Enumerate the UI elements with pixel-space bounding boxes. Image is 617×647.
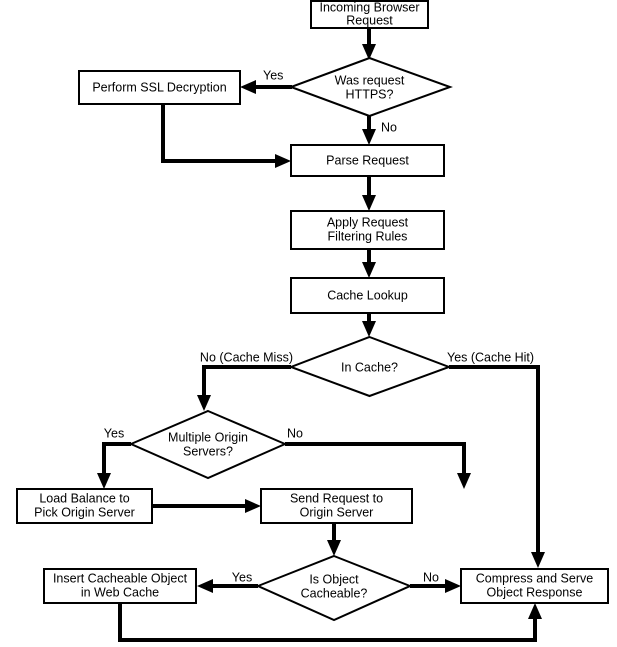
edge-in-cache-to-compress-serve bbox=[449, 365, 545, 568]
edge-is-cacheable-to-compress-serve bbox=[410, 579, 461, 593]
edge-in-cache-to-multiple-origin bbox=[197, 365, 291, 411]
edge-label-origin-no: No bbox=[287, 426, 303, 440]
node-send-request-origin-server[interactable]: Send Request to Origin Server bbox=[260, 488, 413, 524]
edge-multiple-origin-to-send-request bbox=[285, 442, 471, 489]
edge-filtering-rules-to-cache-lookup bbox=[362, 249, 376, 278]
node-is-object-cacheable-line1: Is Object bbox=[309, 572, 359, 586]
edge-load-balance-to-send-request bbox=[152, 499, 261, 513]
node-insert-cacheable-line2: in Web Cache bbox=[81, 585, 159, 599]
node-send-request-line2: Origin Server bbox=[300, 505, 374, 519]
edge-label-https-no: No bbox=[381, 120, 397, 134]
node-was-request-https-line1: Was request bbox=[335, 73, 405, 87]
edge-cache-lookup-to-in-cache bbox=[362, 313, 376, 337]
node-multiple-origin-servers-line1: Multiple Origin bbox=[168, 430, 248, 444]
node-cache-lookup-line1: Cache Lookup bbox=[327, 288, 408, 302]
node-incoming-browser-request-line2: Request bbox=[346, 13, 393, 27]
edge-was-https-to-parse-request bbox=[362, 115, 376, 145]
edge-insert-cacheable-to-compress-serve bbox=[118, 603, 542, 642]
node-compress-serve-line1: Compress and Serve bbox=[476, 571, 593, 585]
node-apply-request-filtering-rules[interactable]: Apply Request Filtering Rules bbox=[290, 210, 445, 250]
edge-send-request-to-is-cacheable bbox=[327, 522, 341, 556]
node-apply-request-filtering-rules-line1: Apply Request bbox=[327, 215, 409, 229]
edge-label-cache-miss: No (Cache Miss) bbox=[200, 350, 293, 364]
edge-label-cache-hit: Yes (Cache Hit) bbox=[447, 350, 534, 364]
edge-label-cacheable-no: No bbox=[423, 570, 439, 584]
node-insert-cacheable-object[interactable]: Insert Cacheable Object in Web Cache bbox=[43, 568, 197, 604]
edge-label-https-yes: Yes bbox=[263, 68, 283, 82]
edge-multiple-origin-to-load-balance bbox=[97, 442, 131, 489]
node-insert-cacheable-line1: Insert Cacheable Object bbox=[53, 571, 188, 585]
node-is-object-cacheable-line2: Cacheable? bbox=[301, 586, 368, 600]
node-multiple-origin-servers-line2: Servers? bbox=[183, 444, 233, 458]
edge-ssl-decrypt-to-parse-request bbox=[161, 104, 291, 168]
node-perform-ssl-decryption-line1: Perform SSL Decryption bbox=[92, 80, 226, 94]
edge-was-https-to-ssl-decrypt bbox=[240, 80, 292, 94]
node-compress-serve-object-response[interactable]: Compress and Serve Object Response bbox=[460, 568, 609, 604]
node-compress-serve-line2: Object Response bbox=[487, 585, 583, 599]
node-send-request-line1: Send Request to bbox=[290, 491, 383, 505]
edge-parse-request-to-filtering-rules bbox=[362, 176, 376, 211]
node-incoming-browser-request-line1: Incoming Browser bbox=[319, 0, 419, 14]
node-in-cache-line1: In Cache? bbox=[341, 360, 398, 374]
node-parse-request-line1: Parse Request bbox=[326, 153, 409, 167]
node-is-object-cacheable[interactable]: Is Object Cacheable? bbox=[255, 554, 413, 622]
node-was-request-https[interactable]: Was request HTTPS? bbox=[288, 56, 453, 118]
node-load-balance-line2: Pick Origin Server bbox=[34, 505, 135, 519]
node-perform-ssl-decryption[interactable]: Perform SSL Decryption bbox=[78, 70, 241, 105]
node-apply-request-filtering-rules-line2: Filtering Rules bbox=[328, 229, 408, 243]
node-multiple-origin-servers[interactable]: Multiple Origin Servers? bbox=[128, 409, 288, 480]
node-load-balance-pick-origin-server[interactable]: Load Balance to Pick Origin Server bbox=[16, 488, 153, 524]
node-was-request-https-line2: HTTPS? bbox=[346, 87, 394, 101]
node-load-balance-line1: Load Balance to bbox=[39, 491, 129, 505]
edge-is-cacheable-to-insert-cacheable bbox=[197, 579, 258, 593]
edge-label-origin-yes: Yes bbox=[104, 426, 124, 440]
edge-incoming-to-was-https bbox=[362, 28, 376, 60]
node-in-cache[interactable]: In Cache? bbox=[288, 335, 452, 398]
node-cache-lookup[interactable]: Cache Lookup bbox=[290, 277, 445, 314]
edge-label-cacheable-yes: Yes bbox=[232, 570, 252, 584]
node-incoming-browser-request[interactable]: Incoming Browser Request bbox=[310, 0, 429, 29]
node-parse-request[interactable]: Parse Request bbox=[290, 144, 445, 177]
